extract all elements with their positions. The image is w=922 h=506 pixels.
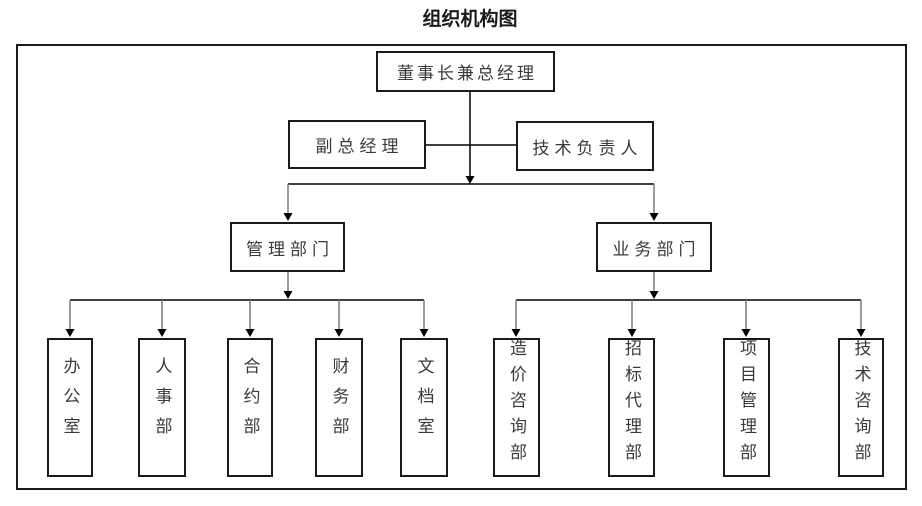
node-technical-consulting-department: 技术咨询部 [838, 338, 884, 477]
node-business-departments: 业务部门 [596, 222, 712, 272]
node-technical-director: 技术负责人 [516, 121, 654, 171]
node-label: 文档室 [414, 356, 434, 447]
node-label: 合约部 [240, 356, 260, 447]
node-label: 办公室 [60, 356, 80, 447]
node-label: 项目管理部 [737, 338, 756, 469]
node-label: 技术咨询部 [851, 338, 871, 469]
node-finance-department: 财务部 [315, 338, 363, 477]
node-deputy-general-manager: 副总经理 [288, 120, 426, 169]
node-management-departments: 管理部门 [230, 222, 345, 272]
node-label: 业务部门 [612, 239, 701, 259]
page-title: 组织机构图 [422, 9, 518, 30]
node-hr-department: 人事部 [138, 338, 186, 477]
node-label: 董事长兼总经理 [397, 64, 537, 83]
node-chairman-general-manager: 董事长兼总经理 [376, 51, 555, 92]
node-label: 财务部 [329, 356, 349, 447]
node-project-management-department: 项目管理部 [723, 338, 770, 477]
node-office: 办公室 [47, 338, 93, 477]
node-cost-consulting-department: 造价咨询部 [493, 338, 540, 477]
node-bidding-agency-department: 招标代理部 [608, 338, 655, 477]
node-label: 人事部 [152, 356, 172, 447]
node-label: 招标代理部 [622, 338, 641, 469]
node-contract-department: 合约部 [227, 338, 273, 477]
node-document-room: 文档室 [400, 338, 448, 477]
node-label: 技术负责人 [532, 138, 643, 158]
node-label: 副总经理 [315, 137, 404, 156]
node-label: 造价咨询部 [507, 338, 526, 469]
node-label: 管理部门 [246, 239, 334, 259]
